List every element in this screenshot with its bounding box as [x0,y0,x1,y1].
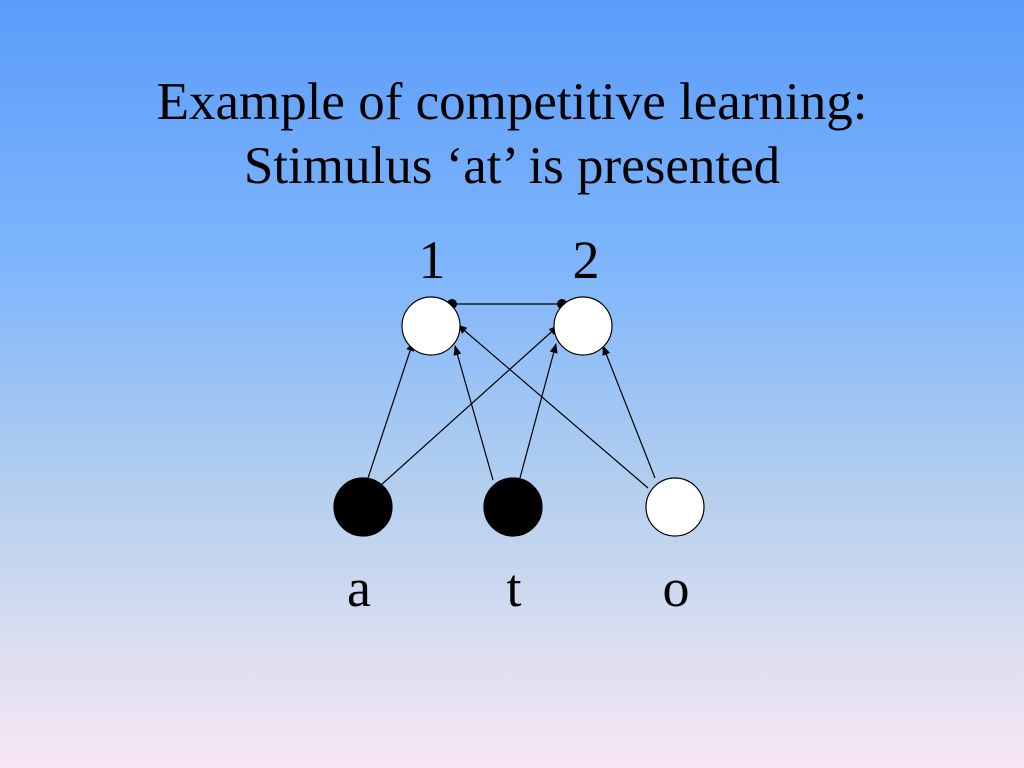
output-node-1 [401,296,461,356]
connection-o-to-1 [457,324,649,489]
input-node-o [645,477,705,537]
output-node-2 [553,296,613,356]
title-line-1: Example of competitive learning: [156,73,868,131]
connection-a-to-2 [379,325,559,487]
input-node-a [333,477,393,537]
connection-t-to-2 [519,343,558,479]
input-node-t [483,477,543,537]
input-label-o: o [663,558,690,618]
connection-a-to-1 [367,341,414,479]
output-label-1: 1 [419,230,446,290]
input-label-a: a [347,558,371,618]
connection-o-to-2 [602,345,656,479]
title-line-2: Stimulus ‘at’ is presented [243,137,781,195]
connection-t-to-1 [453,345,494,481]
output-label-2: 2 [573,230,600,290]
input-label-t: t [506,558,521,618]
slide-title: Example of competitive learning: Stimulu… [0,70,1024,198]
